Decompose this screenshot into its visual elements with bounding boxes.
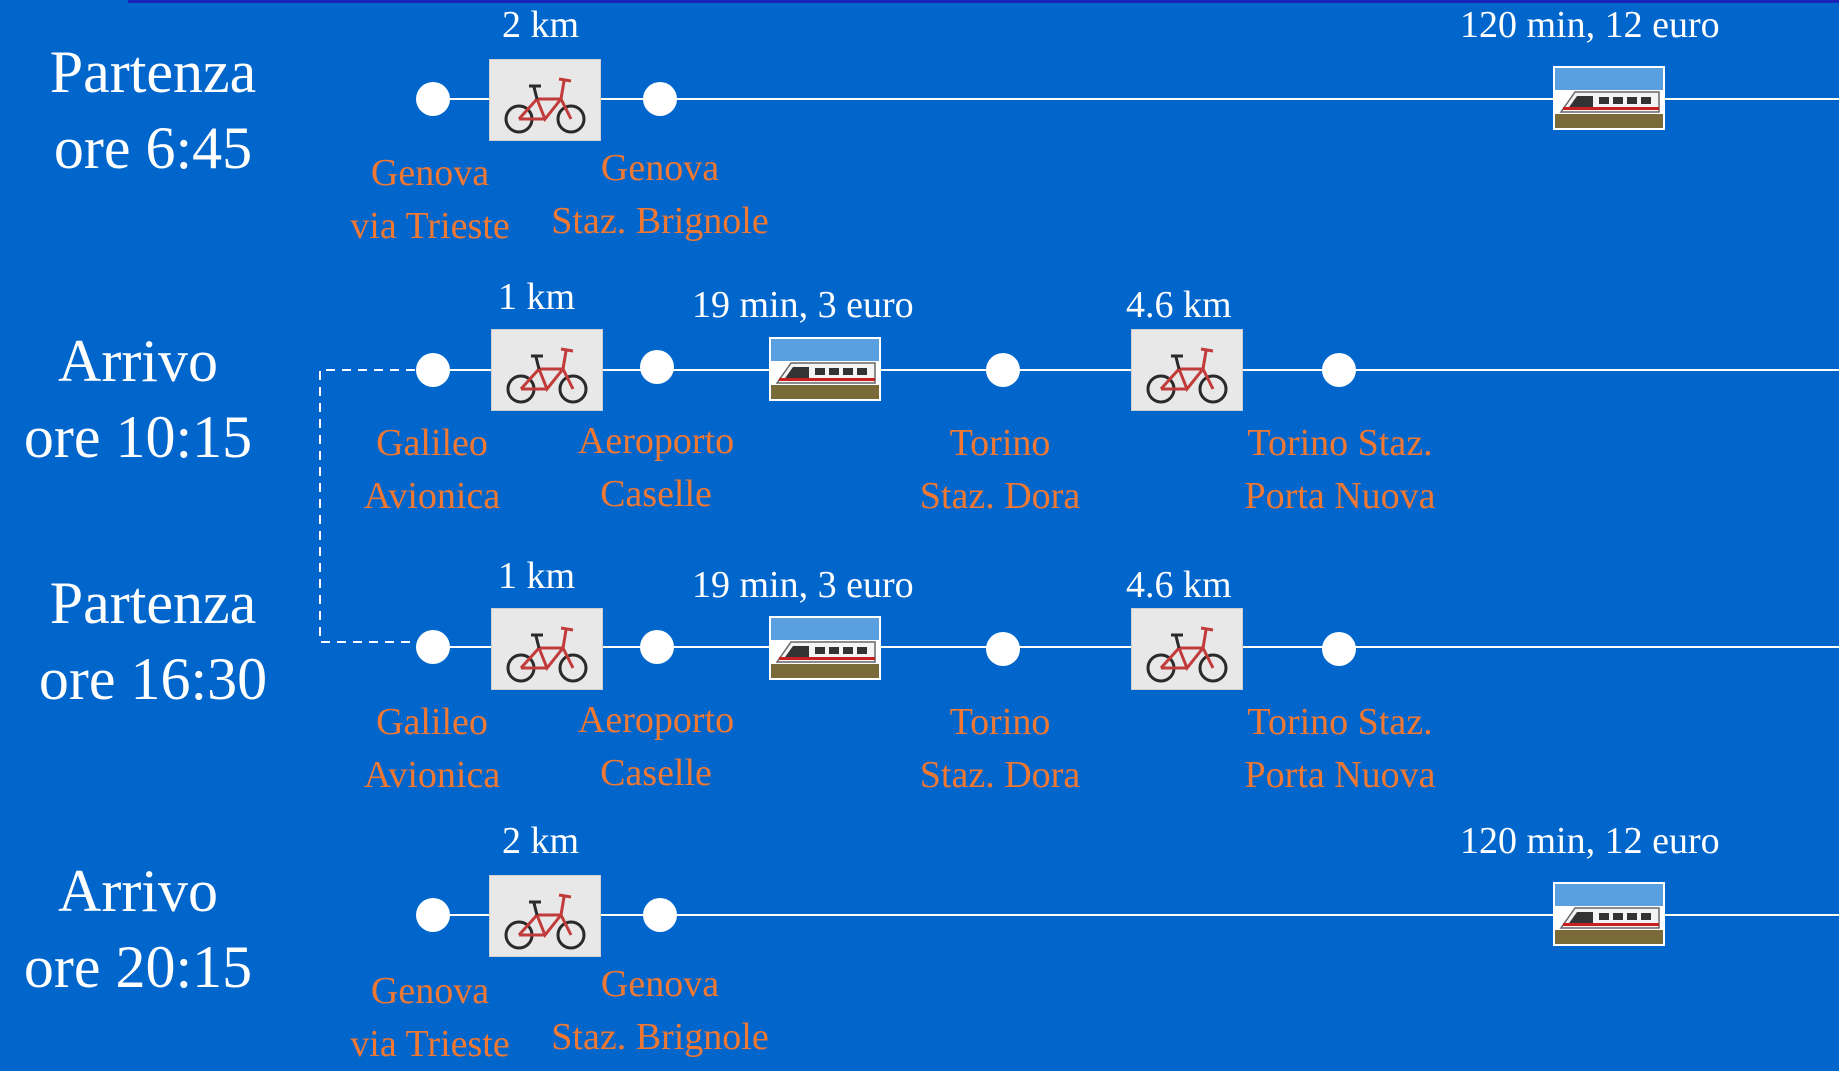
folding-bicycle-icon <box>489 59 601 141</box>
row-time-value: ore 16:30 <box>38 646 268 712</box>
row-time-label: Arrivo ore 20:15 <box>8 853 268 1005</box>
row-time-label: Partenza ore 16:30 <box>22 565 284 717</box>
row-time-value: ore 6:45 <box>53 115 253 181</box>
stop-label: Genova Staz. Brignole <box>551 963 769 1058</box>
row-time-kind: Partenza <box>49 570 257 636</box>
stop-dot <box>416 630 450 664</box>
stop-label: Aeroporto Caselle <box>577 699 735 794</box>
stop-label: Galileo Avionica <box>363 701 501 796</box>
stop-label: Genova via Trieste <box>350 152 510 247</box>
stop-dot <box>643 82 677 116</box>
leg-info: 120 min, 12 euro <box>1460 4 1720 46</box>
stop-dot <box>643 898 677 932</box>
stop-label: Torino Staz. Porta Nuova <box>1244 701 1436 796</box>
stop-label: Genova via Trieste <box>350 970 510 1065</box>
folding-bicycle-icon <box>489 875 601 957</box>
stop-label: Galileo Avionica <box>363 422 501 517</box>
leg-info: 4.6 km <box>1126 284 1232 326</box>
stop-dot <box>416 353 450 387</box>
folding-bicycle-icon <box>491 329 603 411</box>
stop-label: Aeroporto Caselle <box>577 420 735 515</box>
stop-dot <box>416 898 450 932</box>
stop-label: Torino Staz. Dora <box>919 701 1081 796</box>
row-time-kind: Arrivo <box>58 328 218 394</box>
leg-info: 19 min, 3 euro <box>692 284 914 326</box>
folding-bicycle-icon <box>1131 329 1243 411</box>
stop-dot <box>640 350 674 384</box>
title-strip <box>128 0 1839 3</box>
leg-info: 2 km <box>502 4 580 46</box>
folding-bicycle-icon <box>1131 608 1243 690</box>
stop-dot <box>986 632 1020 666</box>
train-icon <box>1553 882 1665 946</box>
stop-label: Genova Staz. Brignole <box>551 147 769 242</box>
row-time-label: Partenza ore 6:45 <box>28 34 278 186</box>
stop-dot <box>640 630 674 664</box>
leg-info: 2 km <box>502 820 580 862</box>
row-time-value: ore 20:15 <box>23 934 253 1000</box>
train-icon <box>1553 66 1665 130</box>
dashed-connector <box>319 369 415 643</box>
stop-dot <box>416 82 450 116</box>
leg-info: 120 min, 12 euro <box>1460 820 1720 862</box>
stop-label: Torino Staz. Porta Nuova <box>1244 422 1436 517</box>
stop-dot <box>986 353 1020 387</box>
leg-info: 19 min, 3 euro <box>692 564 914 606</box>
row-time-kind: Partenza <box>49 39 257 105</box>
leg-info: 1 km <box>498 276 576 318</box>
row-time-value: ore 10:15 <box>23 404 253 470</box>
stop-dot <box>1322 353 1356 387</box>
row-time-kind: Arrivo <box>58 858 218 924</box>
leg-info: 4.6 km <box>1126 564 1232 606</box>
train-icon <box>769 337 881 401</box>
folding-bicycle-icon <box>491 608 603 690</box>
stop-dot <box>1322 632 1356 666</box>
leg-info: 1 km <box>498 555 576 597</box>
stop-label: Torino Staz. Dora <box>919 422 1081 517</box>
row-time-label: Arrivo ore 10:15 <box>8 323 268 475</box>
train-icon <box>769 616 881 680</box>
